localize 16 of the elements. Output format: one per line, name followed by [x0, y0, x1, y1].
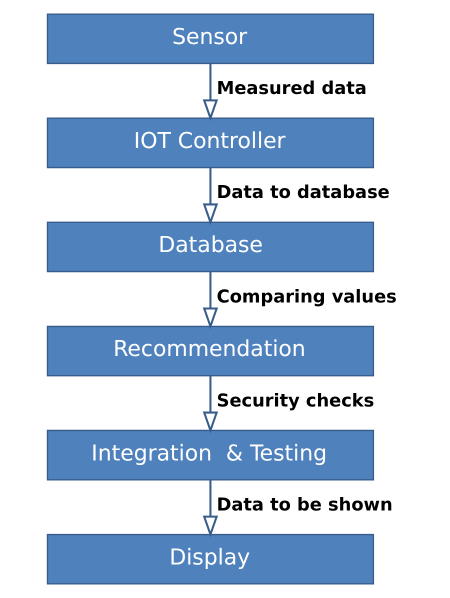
edge-label: Comparing values	[216, 286, 396, 308]
arrow	[202, 168, 218, 226]
node-box: Database	[46, 222, 374, 272]
node-box: Display	[46, 534, 374, 585]
edge-label: Data to database	[216, 182, 390, 204]
node-box: Integration & Testing	[46, 430, 374, 480]
arrow	[202, 376, 218, 434]
edge-label: Measured data	[216, 78, 366, 100]
node-box: IOT Controller	[46, 118, 374, 168]
arrow	[202, 272, 218, 330]
edge-label: Data to be shown	[216, 494, 392, 516]
node-box: Sensor	[46, 13, 374, 64]
arrow	[202, 64, 218, 122]
arrow	[202, 480, 218, 538]
node-box: Recommendation	[46, 326, 374, 376]
edge-label: Security checks	[216, 390, 374, 412]
